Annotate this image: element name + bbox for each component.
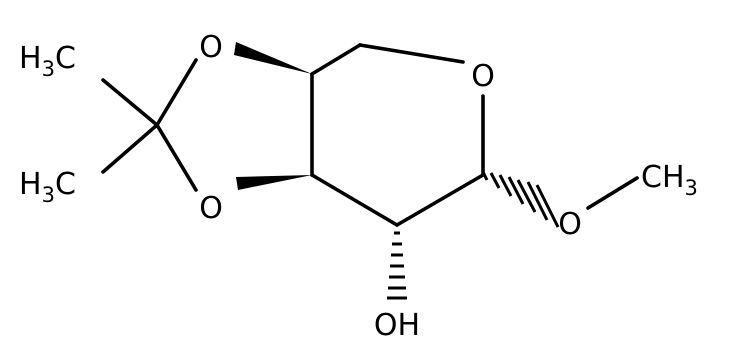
bond-c5-c4 [310, 43, 362, 76]
bond-c2-c3 [310, 173, 399, 227]
wedge-bond-c3-bottom-oxygen [236, 175, 312, 190]
gem-methyl-top-label: H3C [19, 41, 76, 81]
bond-acetal-carbon-methyl-top [101, 78, 159, 127]
bond-bottom-oxygen-acetal-carbon [155, 123, 198, 192]
methoxy-methyl-label: CH3 [641, 160, 698, 200]
wedge-bond-c4-top-oxygen [234, 42, 312, 74]
bond-top-oxygen-acetal-carbon [155, 58, 198, 127]
gem-methyl-bottom-main: H [19, 167, 42, 202]
gem-methyl-top-subscript: 3 [42, 57, 55, 81]
gem-methyl-bottom-subscript: 3 [42, 183, 55, 207]
ring-oxygen-label: O [471, 59, 495, 94]
methoxy-methyl-subscript: 3 [685, 176, 698, 200]
gem-methyl-top-main: H [19, 41, 42, 76]
hashed-bond-c1-methoxy-oxygen [481, 171, 560, 228]
single-bonds [101, 43, 639, 227]
bond-acetal-carbon-methyl-bottom [101, 123, 159, 174]
dioxolane-oxygen-top-label: O [199, 30, 223, 65]
bond-c5-ring-oxygen [358, 43, 465, 64]
gem-methyl-bottom-tail: C [55, 167, 76, 202]
hydroxyl-label: OH [374, 308, 420, 343]
bond-c1-c2 [395, 173, 485, 227]
methoxy-oxygen-label: O [558, 207, 582, 242]
gem-methyl-bottom-label: H3C [19, 167, 76, 207]
bond-methoxy-oxygen-methyl [586, 176, 639, 210]
hashed-bond-c2-hydroxyl [387, 231, 407, 300]
methoxy-methyl-main: CH [641, 160, 685, 195]
gem-methyl-top-tail: C [55, 41, 76, 76]
dioxolane-oxygen-bottom-label: O [199, 191, 223, 226]
